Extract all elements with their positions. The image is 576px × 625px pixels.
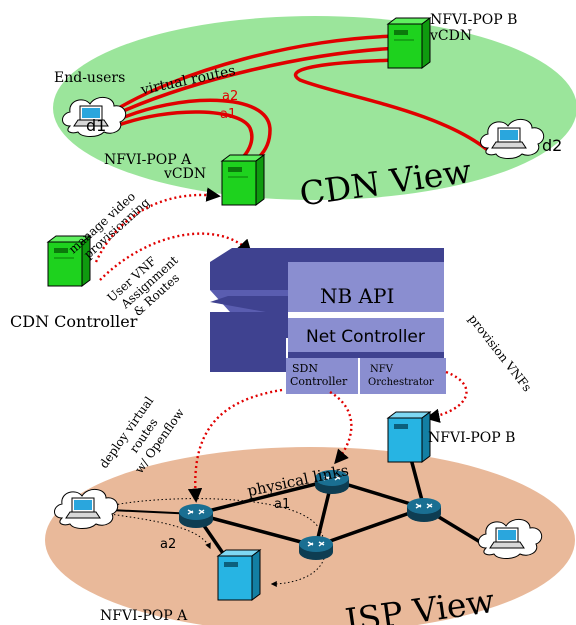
isp-pop-a-label: NFVI-POP A: [100, 608, 188, 624]
router-west-icon: [178, 503, 214, 529]
provision-arrow: [425, 370, 468, 423]
cdn-pop-b-label-1: NFVI-POP B: [430, 12, 517, 28]
isp-pop-a-server-icon: [217, 549, 261, 601]
sdn-to-router-arrow: [329, 390, 353, 465]
cdn-controller-label: CDN Controller: [10, 312, 138, 331]
isp-route-a2-label: a2: [160, 537, 176, 552]
cdn-pop-b-server-icon: [387, 17, 431, 69]
user-d2-label: d2: [542, 136, 562, 155]
cdn-pop-a-label-1: NFVI-POP A: [104, 152, 192, 168]
cdn-view-region: [53, 16, 576, 200]
nfv-label-1: NFV: [370, 364, 394, 375]
cdn-pop-a-label-2: vCDN: [163, 166, 206, 182]
assign-arrow: [99, 232, 252, 281]
isp-virtual-routes: [109, 498, 326, 587]
sdn-label-1: SDN: [292, 362, 318, 375]
isp-pop-b-server-icon: [387, 411, 431, 463]
user-d1-label: d1: [86, 116, 106, 135]
isp-view-region: [45, 447, 575, 625]
router-east-icon: [406, 497, 442, 523]
isp-route-a1-label: a1: [274, 497, 290, 512]
sdn-label-2: Controller: [290, 375, 348, 388]
end-users-label: End-users: [54, 70, 125, 86]
isp-pop-b-label: NFVI-POP B: [428, 430, 515, 446]
controller-stack: [210, 248, 446, 394]
net-controller-label: Net Controller: [306, 327, 425, 347]
route-a1-label: a1: [220, 107, 236, 122]
manage-arrow: [94, 187, 221, 263]
cdn-pop-b-label-2: vCDN: [429, 28, 472, 44]
route-a2-label: a2: [222, 89, 238, 104]
provision-label: provision VNFs: [466, 312, 535, 394]
nfv-label-2: Orchestrator: [368, 377, 434, 388]
nb-api-label: NB API: [320, 284, 394, 308]
router-south-icon: [298, 535, 334, 561]
deploy-arrow: [187, 388, 283, 503]
cdn-pop-a-server-icon: [221, 154, 265, 206]
